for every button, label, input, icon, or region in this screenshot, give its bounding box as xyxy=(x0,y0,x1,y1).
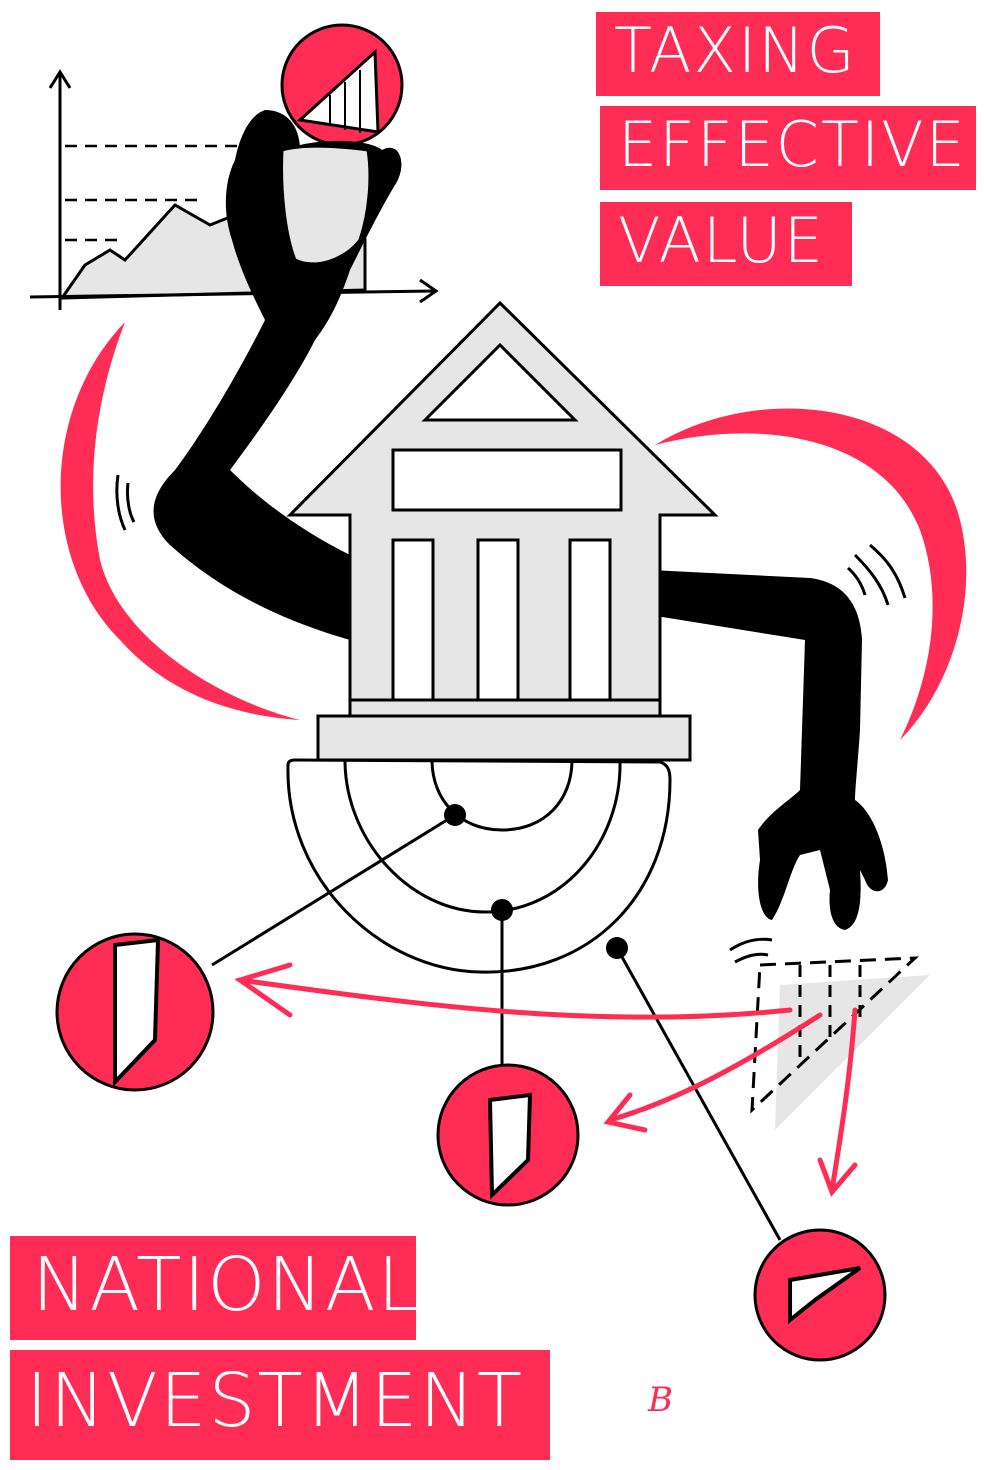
redistribution-arrows xyxy=(234,962,858,1197)
artist-signature: B xyxy=(648,1380,673,1420)
footer-line-2: INVESTMENT xyxy=(10,1350,550,1460)
footer-line-1: NATIONAL xyxy=(10,1236,419,1340)
distribution-lines xyxy=(211,804,782,1241)
right-arm-icon xyxy=(650,543,907,930)
share-token-left xyxy=(55,932,215,1092)
bank-building-icon xyxy=(286,300,719,762)
title-line-2: EFFECTIVE xyxy=(600,106,976,190)
left-swoosh xyxy=(60,322,300,720)
left-arm-icon xyxy=(115,110,402,640)
share-token-middle xyxy=(436,1063,580,1207)
share-token-right xyxy=(753,1228,887,1362)
title-line-1: TAXING xyxy=(596,12,880,96)
title-line-3: VALUE xyxy=(600,202,852,286)
falling-slice-icon xyxy=(729,937,930,1130)
value-token-icon xyxy=(280,23,404,147)
